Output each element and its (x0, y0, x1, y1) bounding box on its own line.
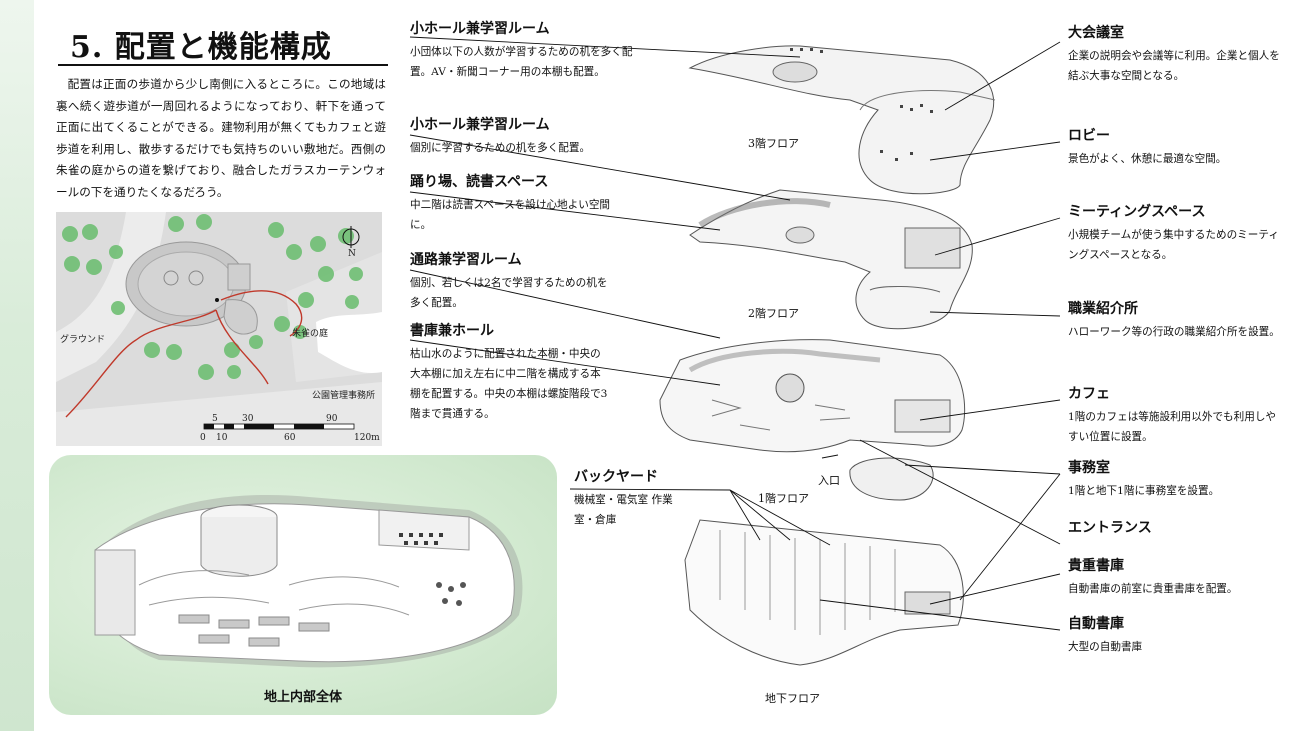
annotation-desc: ハローワーク等の行政の職業紹介所を設置。 (1068, 326, 1280, 338)
entrance-mark: 入口 (818, 474, 840, 487)
annotation-meeting-space: ミーティングスペース 小規模チームが使う集中するためのミーティングスペースとなる… (1068, 203, 1280, 265)
annotation-stack-hall: 書庫兼ホール 枯山水のように配置された本棚・中央の大本棚に加え左右に中二階を構成… (410, 322, 610, 424)
floor-label-3f: 3階フロア (748, 137, 799, 150)
floor-label-b1: 地下フロア (765, 692, 820, 705)
floor-3f-render (688, 45, 996, 195)
floor-1f-render (659, 339, 966, 501)
annotation-title: 大会議室 (1068, 25, 1124, 41)
annotation-desc: 自動書庫の前室に貴重書庫を配置。 (1068, 583, 1238, 595)
annotation-rare-books: 貴重書庫 自動書庫の前室に貴重書庫を配置。 (1068, 557, 1280, 599)
site-plan-map: N グラウンド 朱雀の庭 公園管理事務所 5 30 90 0 10 60 120… (56, 212, 382, 446)
annotation-desc: 1階と地下1階に事務室を設置。 (1068, 485, 1220, 497)
annotation-title: 自動書庫 (1068, 616, 1124, 632)
floor-label-2f: 2階フロア (748, 307, 799, 320)
leader-lines (409, 36, 1061, 631)
svg-text:0: 0 (200, 433, 206, 443)
annotation-desc: 機械室・電気室 作業室・倉庫 (574, 494, 673, 526)
annotation-title: エントランス (1068, 520, 1152, 536)
annotation-title: ロビー (1068, 128, 1110, 144)
annotation-title: 小ホール兼学習ルーム (410, 117, 550, 133)
map-label-garden: 朱雀の庭 (292, 327, 328, 339)
svg-text:30: 30 (242, 414, 254, 424)
map-label-office: 公園管理事務所 (312, 389, 375, 401)
annotation-desc: 小団体以下の人数が学習するための机を多く配置。AV・新聞コーナー用の本棚も配置。 (410, 46, 633, 78)
overall-caption: 地上内部全体 (263, 690, 342, 705)
annotation-title: 書庫兼ホール (410, 323, 494, 339)
annotation-entrance: エントランス (1068, 519, 1280, 537)
map-label-ground: グラウンド (60, 333, 105, 345)
annotation-desc: 個別に学習するための机を多く配置。 (410, 142, 591, 154)
annotation-desc: 小規模チームが使う集中するためのミーティングスペースとなる。 (1068, 229, 1279, 261)
scale-bar: 5 30 90 0 10 60 120m (200, 414, 380, 443)
annotation-desc: 大型の自動書庫 (1068, 641, 1143, 653)
floor-label-1f: 1階フロア (758, 492, 809, 505)
annotation-title: 職業紹介所 (1068, 301, 1138, 317)
annotation-desc: 枯山水のように配置された本棚・中央の大本棚に加え左右に中二階を構成する本棚を配置… (410, 348, 608, 420)
annotation-3f-small-hall: 小ホール兼学習ルーム 小団体以下の人数が学習するための机を多く配置。AV・新聞コ… (410, 20, 640, 82)
annotation-desc: 企業の説明会や会議等に利用。企業と個人を結ぶ大事な空間となる。 (1068, 50, 1280, 82)
left-accent-strip (0, 0, 34, 731)
annotation-landing-reading: 踊り場、読書スペース 中二階は読書スペースを設け心地よい空間に。 (410, 173, 610, 235)
floor-b1-render (684, 519, 964, 666)
annotation-desc: 個別、若しくは2名で学習するための机を多く配置。 (410, 277, 608, 309)
annotation-title: 事務室 (1068, 460, 1110, 476)
annotation-automated-stacks: 自動書庫 大型の自動書庫 (1068, 615, 1280, 657)
annotation-lobby: ロビー 景色がよく、休憩に最適な空間。 (1068, 127, 1280, 169)
svg-text:10: 10 (216, 433, 228, 443)
annotation-desc: 景色がよく、休憩に最適な空間。 (1068, 153, 1227, 165)
svg-text:60: 60 (284, 433, 296, 443)
floor-2f-render (689, 189, 973, 330)
annotation-desc: 1階のカフェは等施設利用以外でも利用しやすい位置に設置。 (1068, 411, 1276, 443)
annotation-title: カフェ (1068, 386, 1110, 402)
annotation-title: 通路兼学習ルーム (410, 252, 522, 268)
annotation-backyard: バックヤード 機械室・電気室 作業室・倉庫 (574, 468, 684, 530)
annotation-title: ミーティングスペース (1068, 204, 1206, 220)
annotation-title: 貴重書庫 (1068, 558, 1124, 574)
annotation-job-center: 職業紹介所 ハローワーク等の行政の職業紹介所を設置。 (1068, 300, 1280, 342)
annotation-title: 踊り場、読書スペース (410, 174, 549, 190)
annotation-2f-small-hall: 小ホール兼学習ルーム 個別に学習するための机を多く配置。 (410, 116, 640, 158)
intro-paragraph: 配置は正面の歩道から少し南側に入るところに。この地域は裏へ続く遊歩道が一周回れる… (56, 77, 386, 199)
annotation-title: バックヤード (574, 469, 658, 485)
annotation-corridor-study: 通路兼学習ルーム 個別、若しくは2名で学習するための机を多く配置。 (410, 251, 610, 313)
overall-interior-render (94, 494, 523, 668)
annotation-desc: 中二階は読書スペースを設け心地よい空間に。 (410, 199, 611, 231)
annotation-title: 小ホール兼学習ルーム (410, 21, 550, 37)
title-underline (58, 64, 388, 66)
svg-text:5: 5 (212, 414, 218, 424)
svg-text:90: 90 (326, 414, 338, 424)
page-title: 5. 配置と機能構成 (70, 30, 332, 65)
annotation-office: 事務室 1階と地下1階に事務室を設置。 (1068, 459, 1280, 501)
annotation-cafe: カフェ 1階のカフェは等施設利用以外でも利用しやすい位置に設置。 (1068, 385, 1280, 447)
overall-interior-panel: 地上内部全体 (49, 455, 557, 715)
north-mark: N (348, 249, 356, 259)
svg-text:120m: 120m (354, 433, 380, 443)
annotation-large-conference: 大会議室 企業の説明会や会議等に利用。企業と個人を結ぶ大事な空間となる。 (1068, 24, 1280, 86)
